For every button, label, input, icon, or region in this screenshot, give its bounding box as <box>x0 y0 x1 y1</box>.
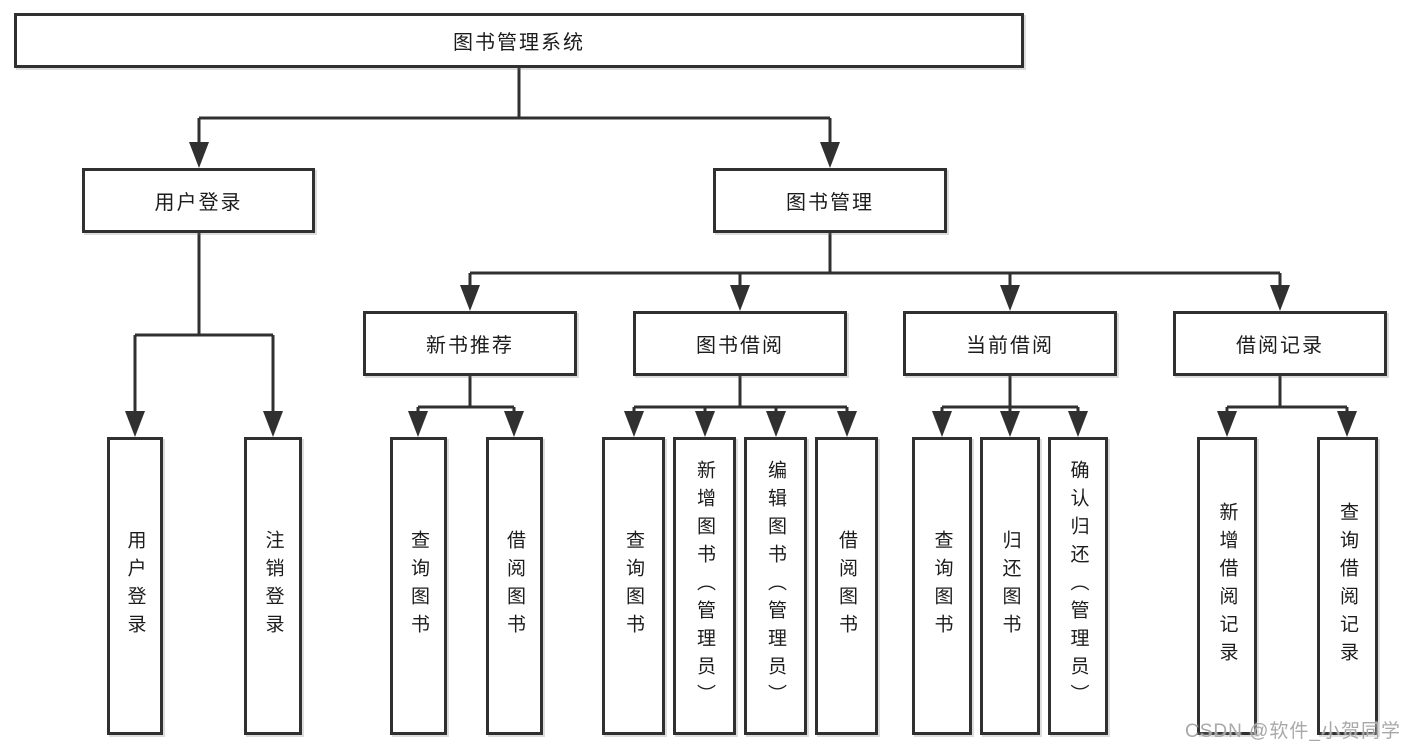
node-user-login-label: 用户登录 <box>154 192 243 214</box>
leaf-confirm-return-admin-label: 确认归还（管理员） <box>1067 460 1089 712</box>
leaf-logout-label: 注销登录 <box>262 530 284 642</box>
node-root-label: 图书管理系统 <box>453 32 585 54</box>
leaf-borrowing-borrow-books: 借阅图书 <box>815 437 878 735</box>
leaf-query-borrow-record-label: 查询借阅记录 <box>1337 502 1358 670</box>
node-book-borrowing: 图书借阅 <box>633 311 847 376</box>
node-user-login: 用户登录 <box>82 168 315 233</box>
csdn-watermark: CSDN @软件_小贺同学 <box>1185 721 1401 742</box>
node-new-book-recommend-label: 新书推荐 <box>426 335 514 357</box>
node-borrowing-records: 借阅记录 <box>1173 311 1387 376</box>
node-borrowing-records-label: 借阅记录 <box>1236 335 1324 357</box>
leaf-add-book-admin-label: 新增图书（管理员） <box>694 460 715 712</box>
node-new-book-recommend: 新书推荐 <box>363 311 577 376</box>
leaf-recommend-borrow-books-label: 借阅图书 <box>504 530 525 642</box>
leaf-current-query-books-label: 查询图书 <box>931 530 953 642</box>
leaf-add-borrow-record-label: 新增借阅记录 <box>1216 502 1238 670</box>
leaf-return-books-label: 归还图书 <box>999 530 1021 642</box>
leaf-confirm-return-admin: 确认归还（管理员） <box>1048 437 1108 735</box>
leaf-borrowing-borrow-books-label: 借阅图书 <box>836 530 857 642</box>
leaf-return-books: 归还图书 <box>980 437 1040 735</box>
node-current-borrowing-label: 当前借阅 <box>966 335 1054 357</box>
leaf-user-login-label: 用户登录 <box>124 530 146 642</box>
arrowheads <box>125 142 1357 437</box>
node-book-management: 图书管理 <box>713 168 947 233</box>
leaf-user-login: 用户登录 <box>107 437 163 735</box>
node-current-borrowing: 当前借阅 <box>903 311 1117 376</box>
leaf-logout: 注销登录 <box>244 437 302 735</box>
leaf-recommend-query-books: 查询图书 <box>390 437 447 735</box>
leaf-add-book-admin: 新增图书（管理员） <box>673 437 736 735</box>
leaf-edit-book-admin: 编辑图书（管理员） <box>744 437 807 735</box>
leaf-current-query-books: 查询图书 <box>912 437 972 735</box>
leaf-borrowing-query-books-label: 查询图书 <box>623 530 644 642</box>
leaf-borrowing-query-books: 查询图书 <box>602 437 665 735</box>
node-book-management-label: 图书管理 <box>786 192 874 214</box>
leaf-edit-book-admin-label: 编辑图书（管理员） <box>765 460 786 712</box>
leaf-query-borrow-record: 查询借阅记录 <box>1317 437 1378 735</box>
leaf-recommend-borrow-books: 借阅图书 <box>486 437 543 735</box>
node-root: 图书管理系统 <box>14 13 1024 68</box>
leaf-add-borrow-record: 新增借阅记录 <box>1197 437 1257 735</box>
node-book-borrowing-label: 图书借阅 <box>696 335 784 357</box>
leaf-recommend-query-books-label: 查询图书 <box>408 530 429 642</box>
